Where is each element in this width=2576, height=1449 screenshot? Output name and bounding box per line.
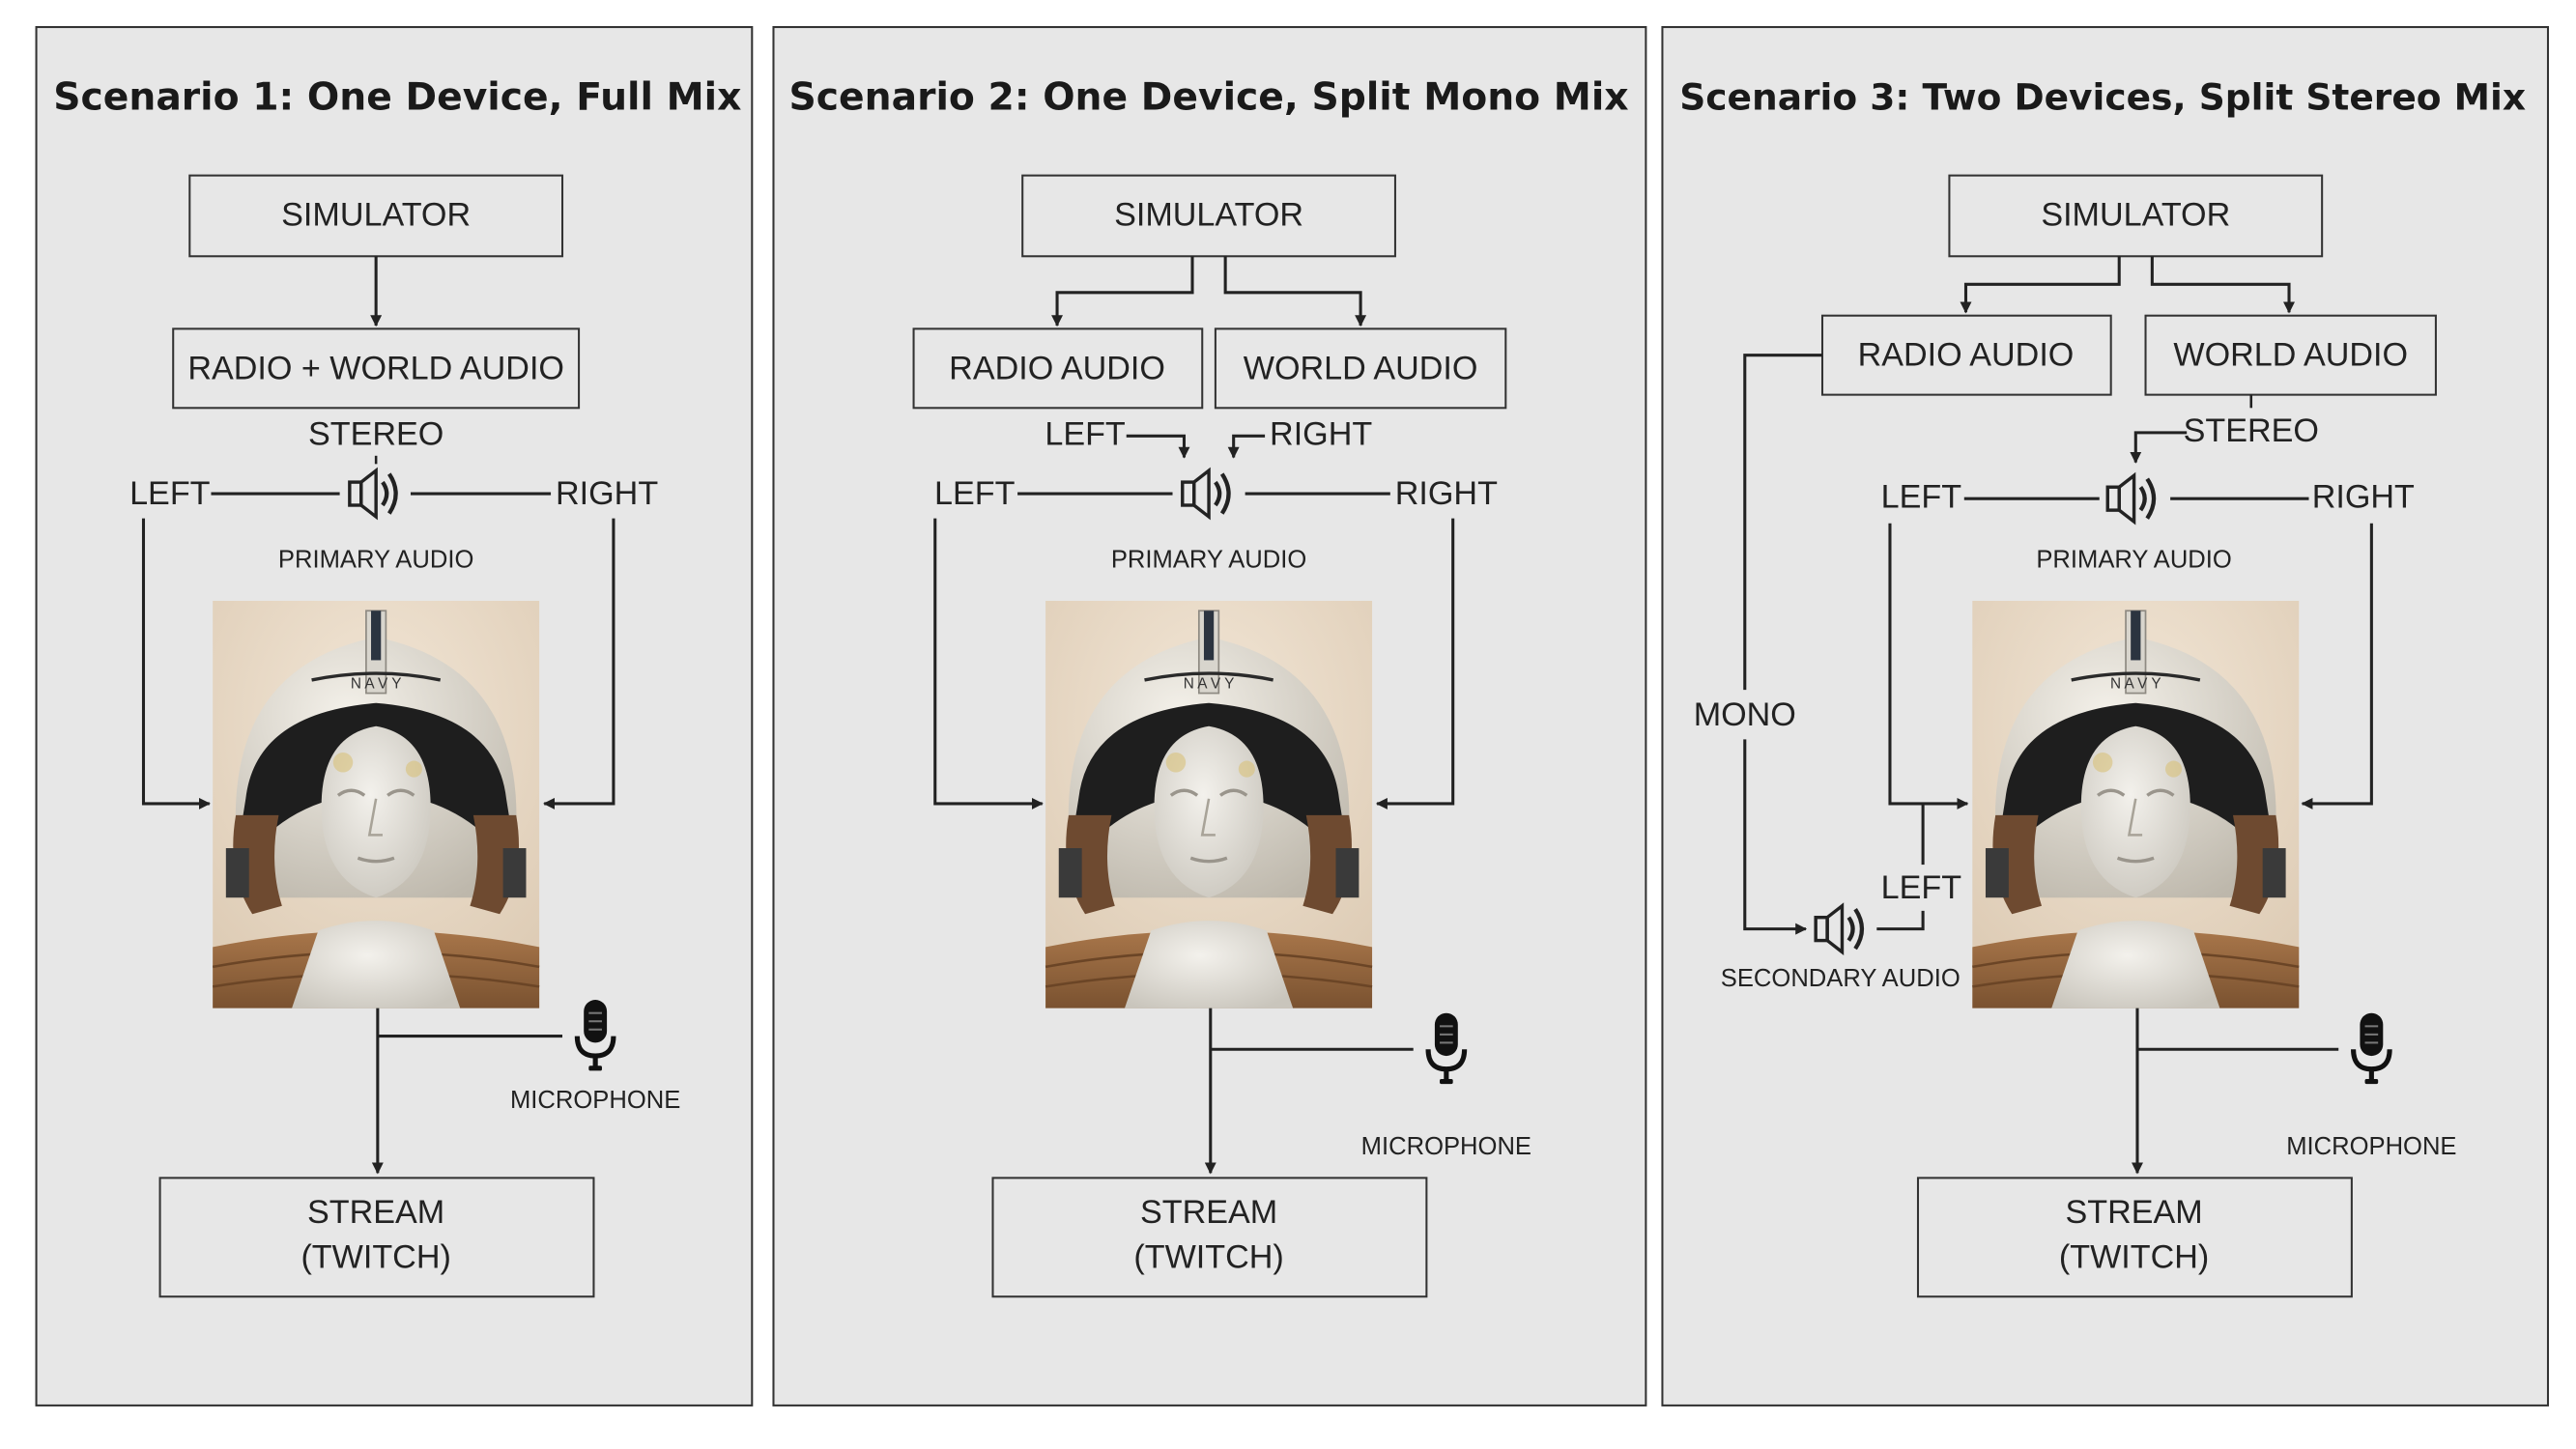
connector-to-radio <box>1960 256 2121 314</box>
radio-audio-box <box>912 327 1204 410</box>
simulator-box <box>1948 174 2324 258</box>
right-label: RIGHT <box>1395 475 1498 512</box>
mono-label: MONO <box>1694 696 1796 733</box>
split-left-label: LEFT <box>1045 416 1126 453</box>
microphone-label: MICROPHONE <box>1361 1133 1531 1160</box>
connector-left-ear <box>933 518 1044 810</box>
connector-to-radio <box>1051 256 1194 327</box>
simulator-label: SIMULATOR <box>2041 197 2230 234</box>
stream-sublabel: (TWITCH) <box>2059 1238 2209 1275</box>
simulator-label: SIMULATOR <box>1114 197 1303 234</box>
connector-left-ear <box>1888 523 1969 810</box>
microphone-label: MICROPHONE <box>2286 1133 2456 1160</box>
stream-sublabel: (TWITCH) <box>301 1238 450 1275</box>
connector-right-ear <box>543 518 615 810</box>
stream-label: STREAM <box>2065 1194 2202 1231</box>
primary-audio-label: PRIMARY AUDIO <box>2036 546 2231 573</box>
stream-box <box>991 1177 1428 1298</box>
primary-audio-label: PRIMARY AUDIO <box>278 546 473 573</box>
panel-title: Scenario 3: Two Devices, Split Stereo Mi… <box>1679 75 2526 118</box>
radio-audio-label: RADIO AUDIO <box>1858 337 2075 374</box>
panel-scenario-2: Scenario 2: One Device, Split Mono Mix S… <box>772 26 1647 1406</box>
panel-scenario-1: Scenario 1: One Device, Full Mix SIMULAT… <box>35 26 754 1406</box>
stereo-label: STEREO <box>308 416 444 453</box>
audio-source-box <box>172 327 581 410</box>
left-label: LEFT <box>129 475 211 512</box>
panel-title: Scenario 2: One Device, Split Mono Mix <box>789 75 1629 119</box>
stream-label: STREAM <box>307 1194 444 1231</box>
connector-right-ear <box>1375 518 1455 810</box>
audio-source-label: RADIO + WORLD AUDIO <box>187 350 564 386</box>
helmet-mannequin-photo <box>1044 599 1374 1010</box>
simulator-box <box>1021 174 1396 258</box>
panel-title: Scenario 1: One Device, Full Mix <box>53 75 741 119</box>
connector-to-world <box>2150 256 2295 314</box>
connector-left-ear <box>141 518 211 810</box>
stereo-label: STEREO <box>2184 412 2319 449</box>
left-label: LEFT <box>1881 478 1962 515</box>
world-audio-box <box>1214 327 1507 410</box>
stream-label: STREAM <box>1140 1194 1277 1231</box>
connector-to-world <box>1223 256 1367 327</box>
world-audio-box <box>2144 314 2437 396</box>
left-label: LEFT <box>934 475 1016 512</box>
connector-mono-to-secondary <box>1743 739 1808 935</box>
connector-stereo <box>2130 431 2188 464</box>
secondary-left-label: LEFT <box>1881 869 1962 906</box>
radio-audio-label: RADIO AUDIO <box>949 350 1165 386</box>
right-label: RIGHT <box>556 475 658 512</box>
simulator-label: SIMULATOR <box>281 197 471 234</box>
connector-mono <box>1743 354 1822 691</box>
helmet-mannequin-photo <box>211 599 541 1010</box>
world-audio-label: WORLD AUDIO <box>2173 337 2408 374</box>
connector-split-left <box>1126 434 1190 459</box>
split-right-label: RIGHT <box>1270 416 1372 453</box>
right-label: RIGHT <box>2312 478 2415 515</box>
panel-scenario-3: Scenario 3: Two Devices, Split Stereo Mi… <box>1661 26 2550 1406</box>
secondary-audio-label: SECONDARY AUDIO <box>1721 965 1961 992</box>
stream-box <box>1916 1177 2353 1298</box>
microphone-label: MICROPHONE <box>510 1087 680 1114</box>
world-audio-label: WORLD AUDIO <box>1244 350 1478 386</box>
connector-split-right <box>1227 434 1266 459</box>
helmet-mannequin-photo <box>1970 599 2301 1010</box>
primary-audio-label: PRIMARY AUDIO <box>1111 546 1306 573</box>
connector-right-ear <box>2301 523 2373 810</box>
connector-secondary-left <box>1876 910 1925 931</box>
stream-sublabel: (TWITCH) <box>1133 1238 1283 1275</box>
stream-box <box>158 1177 595 1298</box>
